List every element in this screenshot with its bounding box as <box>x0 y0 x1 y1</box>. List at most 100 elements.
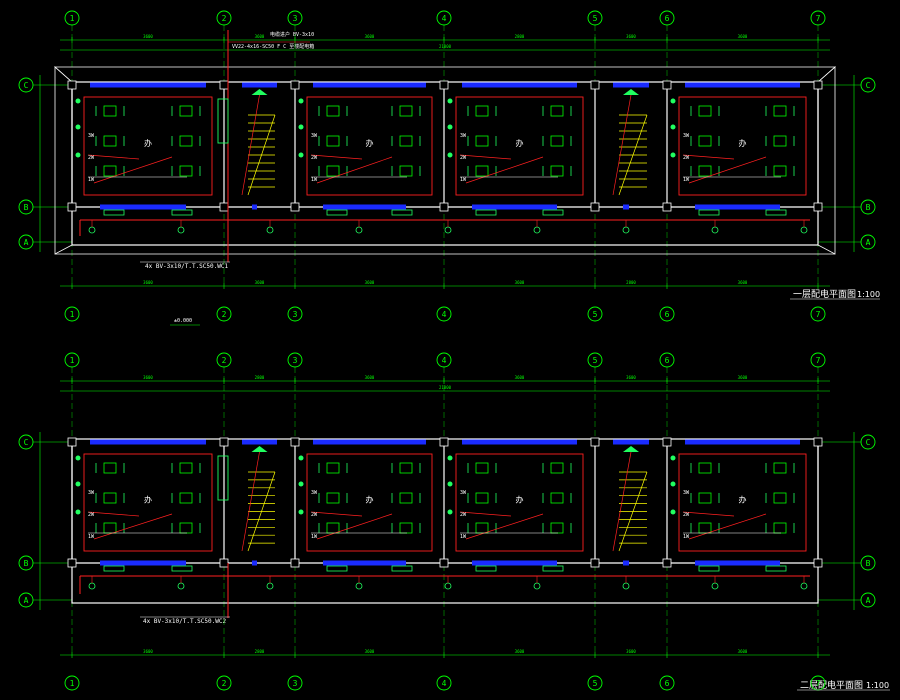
row-axis-label: C <box>866 438 871 447</box>
axis-bubble-label: 5 <box>593 679 598 688</box>
row-axis-label: C <box>24 438 29 447</box>
circuit-label: 3W <box>311 133 318 139</box>
axis-bubble-label: 6 <box>665 356 670 365</box>
light-fixture <box>179 462 193 474</box>
stair <box>241 446 276 552</box>
corridor-outlet <box>765 565 787 572</box>
axis-bubble-label: 1 <box>70 679 75 688</box>
dimension-text: 3600 <box>738 34 748 39</box>
light-fixture <box>103 105 117 117</box>
room-label: 办 <box>516 495 524 505</box>
plan-1-riser-label-2: 电缆进户 BV-3x10 <box>270 31 314 38</box>
row-axis-label: C <box>866 81 871 90</box>
circuit-label: 3W <box>88 490 95 496</box>
column <box>290 437 300 447</box>
distribution-panel <box>217 455 229 501</box>
row-axis-label: B <box>24 559 29 568</box>
light-fixture <box>475 492 489 504</box>
axis-bubble <box>659 306 675 322</box>
circuit-label: 1W <box>683 534 690 540</box>
dimension-text: 3600 <box>143 280 153 285</box>
axis-bubble-label: 2 <box>222 14 227 23</box>
corridor-outlet <box>542 209 564 216</box>
outlet <box>447 509 453 515</box>
corridor-outlet <box>698 565 720 572</box>
row-axis-label: C <box>24 81 29 90</box>
dimension-text: 3600 <box>365 375 375 380</box>
plan-2-labels: 4x BV-3x10/T.T.SC50.WC2 二层配电平面图 1:100 <box>143 618 889 691</box>
corridor-outlet <box>765 209 787 216</box>
outlet <box>298 124 304 130</box>
column <box>67 558 77 568</box>
column <box>590 437 600 447</box>
circuit-label: 2W <box>88 155 95 161</box>
stair-light <box>623 446 639 452</box>
room-label: 办 <box>366 495 374 505</box>
dimension-text: 3600 <box>143 34 153 39</box>
column <box>439 80 449 90</box>
row-axis-label: A <box>866 238 871 247</box>
column <box>290 80 300 90</box>
row-axis-label: A <box>866 596 871 605</box>
dimension-text: 3600 <box>143 649 153 654</box>
axis-bubble-label: 2 <box>222 356 227 365</box>
room-label: 办 <box>366 138 374 148</box>
corridor-window <box>695 204 780 210</box>
window <box>242 439 277 445</box>
dimension-text: 3600 <box>365 34 375 39</box>
circuit-label: 1W <box>311 534 318 540</box>
outlet <box>447 124 453 130</box>
feeder-leaders <box>140 41 890 691</box>
dimension-text: 3600 <box>626 34 636 39</box>
window <box>313 82 426 88</box>
column <box>813 437 823 447</box>
column <box>590 558 600 568</box>
corridor-window <box>100 204 186 210</box>
outlet <box>447 455 453 461</box>
stair-light <box>251 446 268 452</box>
column <box>590 80 600 90</box>
room-circuit <box>455 96 584 196</box>
axis-bubble <box>436 306 452 322</box>
branch-wire <box>310 511 363 517</box>
light-fixture <box>179 135 193 147</box>
outlet <box>447 98 453 104</box>
column <box>290 202 300 212</box>
axis-bubble-label: 1 <box>70 14 75 23</box>
branch-wire <box>87 511 140 517</box>
light-fixture <box>326 462 340 474</box>
corridor-outlet <box>103 565 125 572</box>
light-fixture <box>550 462 564 474</box>
outlet <box>670 509 676 515</box>
dimension-text: 3600 <box>515 280 525 285</box>
outlet <box>75 98 81 104</box>
circuit-label: 2W <box>311 155 318 161</box>
light-fixture <box>326 165 340 177</box>
circuit-label: 3W <box>460 490 467 496</box>
light-fixture <box>698 135 712 147</box>
circuit-label: 2W <box>311 512 318 518</box>
window <box>613 439 649 445</box>
dimension-text: 3600 <box>738 375 748 380</box>
outlet <box>75 152 81 158</box>
axis-bubble-label: 6 <box>665 14 670 23</box>
circuit-label: 1W <box>88 534 95 540</box>
axis-bubble-label: 4 <box>442 356 447 365</box>
corridor-outlet <box>698 209 720 216</box>
column <box>662 437 672 447</box>
axis-bubble <box>287 675 303 691</box>
outlet <box>447 152 453 158</box>
axis-bubble <box>587 675 603 691</box>
axis-bubble-label: 7 <box>816 356 821 365</box>
room-circuit <box>455 453 584 552</box>
outlet <box>298 509 304 515</box>
plan-1-labels: 4x BV-3x10/T.T.SC50.WC1 VV22-4x16-SC50 F… <box>145 31 880 324</box>
light-fixture <box>550 165 564 177</box>
circuit-label: 3W <box>88 133 95 139</box>
